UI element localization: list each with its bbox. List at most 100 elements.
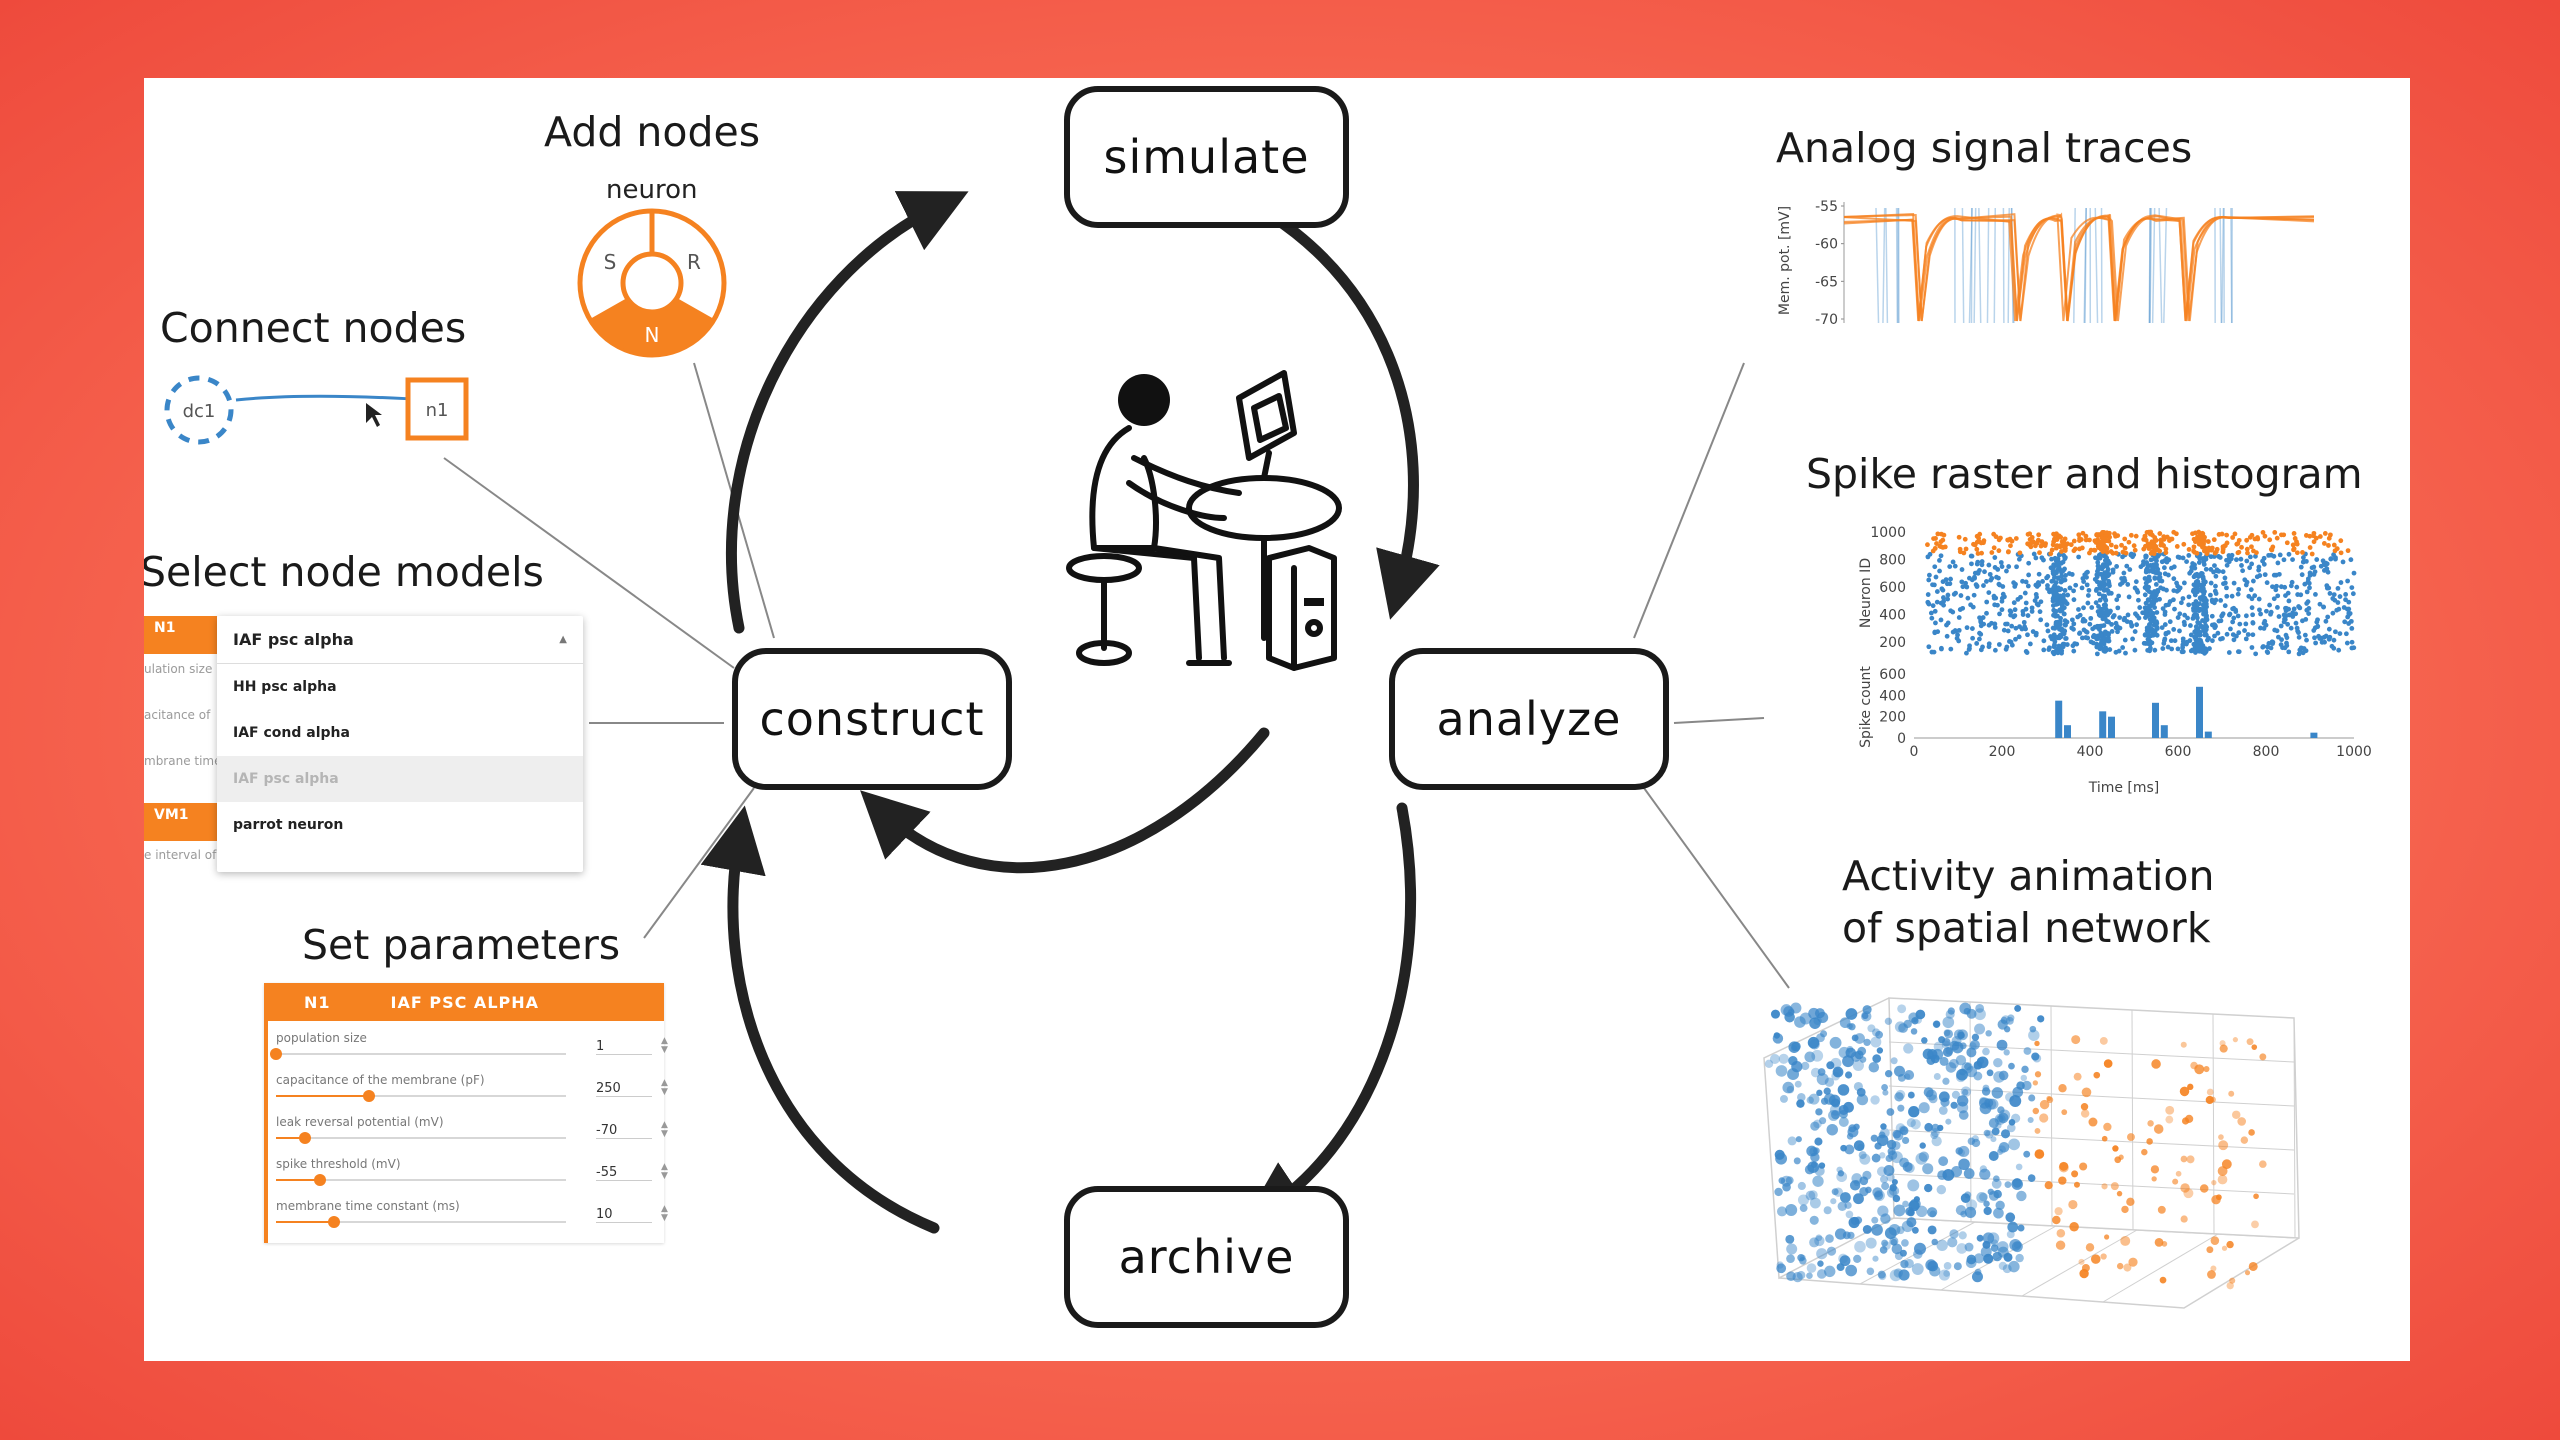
activity-dot xyxy=(1857,1143,1865,1152)
raster-dot xyxy=(1992,625,1998,630)
param-slider-track[interactable] xyxy=(276,1137,566,1139)
raster-dot xyxy=(2093,600,2099,606)
raster-dot xyxy=(2160,646,2166,651)
raster-dot xyxy=(2101,623,2107,628)
step-analyze[interactable]: analyze xyxy=(1389,648,1669,790)
raster-dot xyxy=(2163,631,2169,637)
activity-dot xyxy=(1856,1093,1869,1106)
activity-dot xyxy=(2081,1087,2092,1098)
raster-dot xyxy=(2085,600,2091,606)
activity-dot xyxy=(1997,1019,2008,1030)
param-value-input[interactable]: -55 xyxy=(596,1165,652,1181)
activity-dot xyxy=(1769,1053,1780,1064)
raster-dot xyxy=(2330,596,2336,601)
stepper-arrows-icon[interactable]: ▲▼ xyxy=(661,1078,668,1097)
raster-dot xyxy=(2262,572,2268,578)
activity-dot xyxy=(2069,1222,2079,1232)
step-archive[interactable]: archive xyxy=(1064,1186,1349,1328)
activity-dot xyxy=(1815,1234,1823,1242)
param-slider-handle[interactable] xyxy=(313,1174,326,1186)
stepper-arrows-icon[interactable]: ▲▼ xyxy=(661,1204,668,1223)
stepper-arrows-icon[interactable]: ▲▼ xyxy=(661,1036,668,1055)
param-slider-track[interactable] xyxy=(276,1179,566,1181)
step-construct[interactable]: construct xyxy=(732,648,1012,790)
raster-dot xyxy=(2154,632,2160,638)
param-value-input[interactable]: 1 xyxy=(596,1039,652,1055)
activity-dot xyxy=(1958,1158,1970,1171)
raster-dot xyxy=(2045,586,2050,592)
model-dropdown[interactable]: IAF psc alpha ▲ HH psc alpha IAF cond al… xyxy=(217,616,583,872)
activity-dot xyxy=(1853,1254,1862,1263)
activity-dot xyxy=(2221,1245,2228,1251)
model-tab-n1[interactable]: N1 xyxy=(144,616,217,654)
activity-dot xyxy=(1786,1254,1795,1264)
raster-dot xyxy=(2053,622,2059,628)
stepper-arrows-icon[interactable]: ▲▼ xyxy=(661,1120,668,1139)
raster-dot xyxy=(2113,544,2119,550)
model-option[interactable]: parrot neuron xyxy=(233,817,344,833)
activity-dot xyxy=(2112,1145,2119,1152)
raster-dot xyxy=(2081,605,2086,611)
raster-dot xyxy=(2061,631,2067,637)
activity-dot xyxy=(1875,1030,1883,1039)
param-row[interactable]: capacitance of the membrane (pF)250▲▼ xyxy=(276,1073,668,1115)
stepper-arrows-icon[interactable]: ▲▼ xyxy=(661,1162,668,1181)
raster-dot xyxy=(2248,587,2254,593)
raster-dot xyxy=(2268,645,2274,651)
activity-dot xyxy=(1942,1037,1951,1047)
activity-dot xyxy=(2071,1035,2081,1045)
param-value-input[interactable]: -70 xyxy=(596,1123,652,1139)
raster-dot xyxy=(2106,632,2111,638)
raster-dot xyxy=(2236,630,2242,636)
activity-dot xyxy=(1793,1157,1801,1165)
activity-dot xyxy=(1998,1261,2007,1271)
raster-dot xyxy=(2107,647,2113,652)
raster-ylabel: Neuron ID xyxy=(1858,558,1874,628)
step-simulate[interactable]: simulate xyxy=(1064,86,1349,228)
raster-dot xyxy=(2071,648,2077,654)
activity-dot xyxy=(1995,1200,2005,1210)
model-option[interactable]: HH psc alpha xyxy=(233,679,337,695)
param-value-input[interactable]: 250 xyxy=(596,1081,652,1097)
param-slider-handle[interactable] xyxy=(362,1090,375,1102)
param-row[interactable]: membrane time constant (ms)10▲▼ xyxy=(276,1199,668,1241)
activity-dot xyxy=(2161,1241,2168,1247)
param-slider-track[interactable] xyxy=(276,1095,566,1097)
param-value-input[interactable]: 10 xyxy=(596,1207,652,1223)
raster-dot xyxy=(2079,545,2085,551)
raster-dot xyxy=(1977,636,1982,642)
raster-dot xyxy=(2268,547,2274,552)
activity-dot xyxy=(1774,1149,1785,1160)
raster-dot xyxy=(2056,635,2062,641)
param-row[interactable]: spike threshold (mV)-55▲▼ xyxy=(276,1157,668,1199)
param-row[interactable]: leak reversal potential (mV)-70▲▼ xyxy=(276,1115,668,1157)
blue-trace xyxy=(2149,207,2153,324)
param-slider-handle[interactable] xyxy=(299,1132,311,1144)
model-option[interactable]: IAF cond alpha xyxy=(233,725,350,741)
param-slider-handle[interactable] xyxy=(328,1216,340,1228)
activity-dot xyxy=(1905,1207,1915,1216)
model-dropdown-header[interactable]: IAF psc alpha ▲ xyxy=(217,616,583,664)
param-slider-track[interactable] xyxy=(276,1221,566,1223)
param-slider-handle[interactable] xyxy=(270,1048,282,1060)
raster-dot xyxy=(2331,552,2336,558)
activity-dot xyxy=(1847,1231,1855,1240)
raster-dot xyxy=(2193,579,2199,585)
raster-dot xyxy=(1989,550,1995,555)
blue-trace xyxy=(1875,207,1880,324)
raster-dot xyxy=(1978,647,1984,653)
raster-dot xyxy=(1980,615,1986,620)
raster-dot xyxy=(1996,548,2002,554)
arrow-analyze-to-archive xyxy=(1241,802,1417,1227)
activity-dot xyxy=(2073,1181,2080,1188)
raster-dot xyxy=(2114,564,2120,569)
hist-xtick: 0 xyxy=(1910,744,1919,760)
raster-dot xyxy=(2323,618,2329,624)
activity-dot xyxy=(2251,1220,2259,1229)
raster-dot xyxy=(2182,612,2188,618)
param-slider-track[interactable] xyxy=(276,1053,566,1055)
model-tab-vm1[interactable]: VM1 xyxy=(144,803,217,841)
model-option-selected[interactable]: IAF psc alpha xyxy=(217,756,583,802)
activity-dot xyxy=(1776,1206,1787,1217)
